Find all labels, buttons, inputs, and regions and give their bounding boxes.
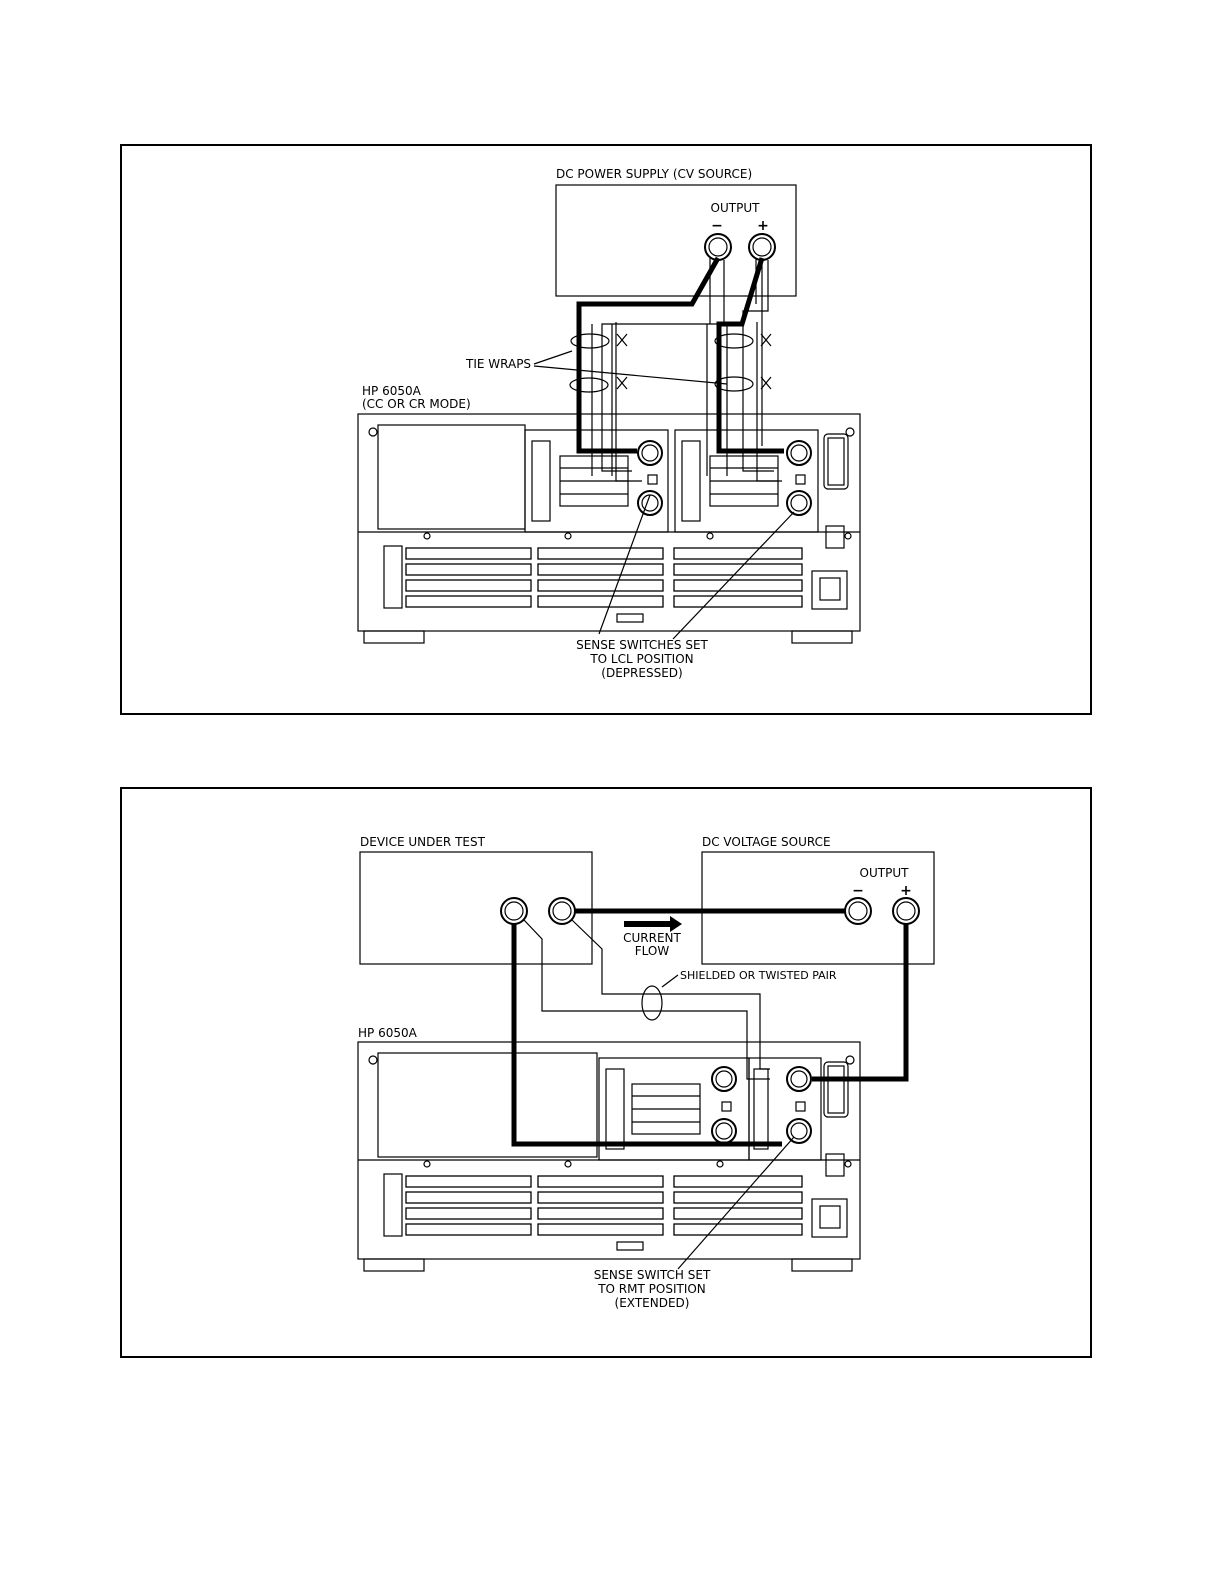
output-plus-sign-2: + (900, 883, 912, 899)
tie-wrap-leaders (534, 351, 727, 384)
sense-note-line1: SENSE SWITCHES SET (576, 638, 708, 652)
figure-2-panel: DEVICE UNDER TEST DC VOLTAGE SOURCE OUTP… (120, 787, 1092, 1358)
tie-wraps-label: TIE WRAPS (465, 357, 531, 371)
output-minus-sign: − (711, 218, 723, 234)
output-label-2: OUTPUT (860, 866, 910, 880)
sense-note-line3: (DEPRESSED) (601, 666, 682, 680)
power-wires (579, 258, 784, 451)
instrument-label-line2: (CC OR CR MODE) (362, 397, 471, 411)
output-label: OUTPUT (711, 201, 761, 215)
figure-2-diagram: DEVICE UNDER TEST DC VOLTAGE SOURCE OUTP… (122, 789, 1094, 1360)
sense-note-line2: TO LCL POSITION (589, 652, 693, 666)
power-wires-2 (514, 911, 906, 1144)
tie-wraps (570, 334, 771, 392)
current-flow-line1: CURRENT (623, 931, 681, 945)
sense-note-2-line1: SENSE SWITCH SET (594, 1268, 711, 1282)
sense-note-2-line3: (EXTENDED) (615, 1296, 690, 1310)
figure-1-diagram: DC POWER SUPPLY (CV SOURCE) OUTPUT − + T… (122, 146, 1094, 717)
hp-6050a-mainframe-2 (358, 1042, 860, 1271)
source-plus-terminal (893, 898, 919, 924)
instrument-label-line1: HP 6050A (362, 384, 422, 398)
output-minus-sign-2: − (852, 883, 864, 899)
output-minus-terminal (705, 234, 731, 260)
dc-power-supply-box (556, 185, 796, 296)
dut-label: DEVICE UNDER TEST (360, 835, 486, 849)
shielded-pair-label: SHIELDED OR TWISTED PAIR (680, 969, 837, 982)
hp-6050a-mainframe (358, 414, 860, 643)
sense-note-2-line2: TO RMT POSITION (597, 1282, 706, 1296)
current-flow-arrow (624, 916, 682, 932)
shielded-leader (662, 975, 678, 987)
dc-power-supply-label: DC POWER SUPPLY (CV SOURCE) (556, 167, 752, 181)
output-plus-terminal (749, 234, 775, 260)
source-minus-terminal (845, 898, 871, 924)
output-plus-sign: + (757, 218, 769, 234)
dut-terminal-right (549, 898, 575, 924)
figure-1-panel: DC POWER SUPPLY (CV SOURCE) OUTPUT − + T… (120, 144, 1092, 715)
shielded-pair-ellipse (642, 986, 662, 1020)
instrument-label-2: HP 6050A (358, 1026, 418, 1040)
dut-box (360, 852, 592, 964)
dut-terminal-left (501, 898, 527, 924)
dc-voltage-source-label: DC VOLTAGE SOURCE (702, 835, 831, 849)
current-flow-line2: FLOW (635, 944, 670, 958)
